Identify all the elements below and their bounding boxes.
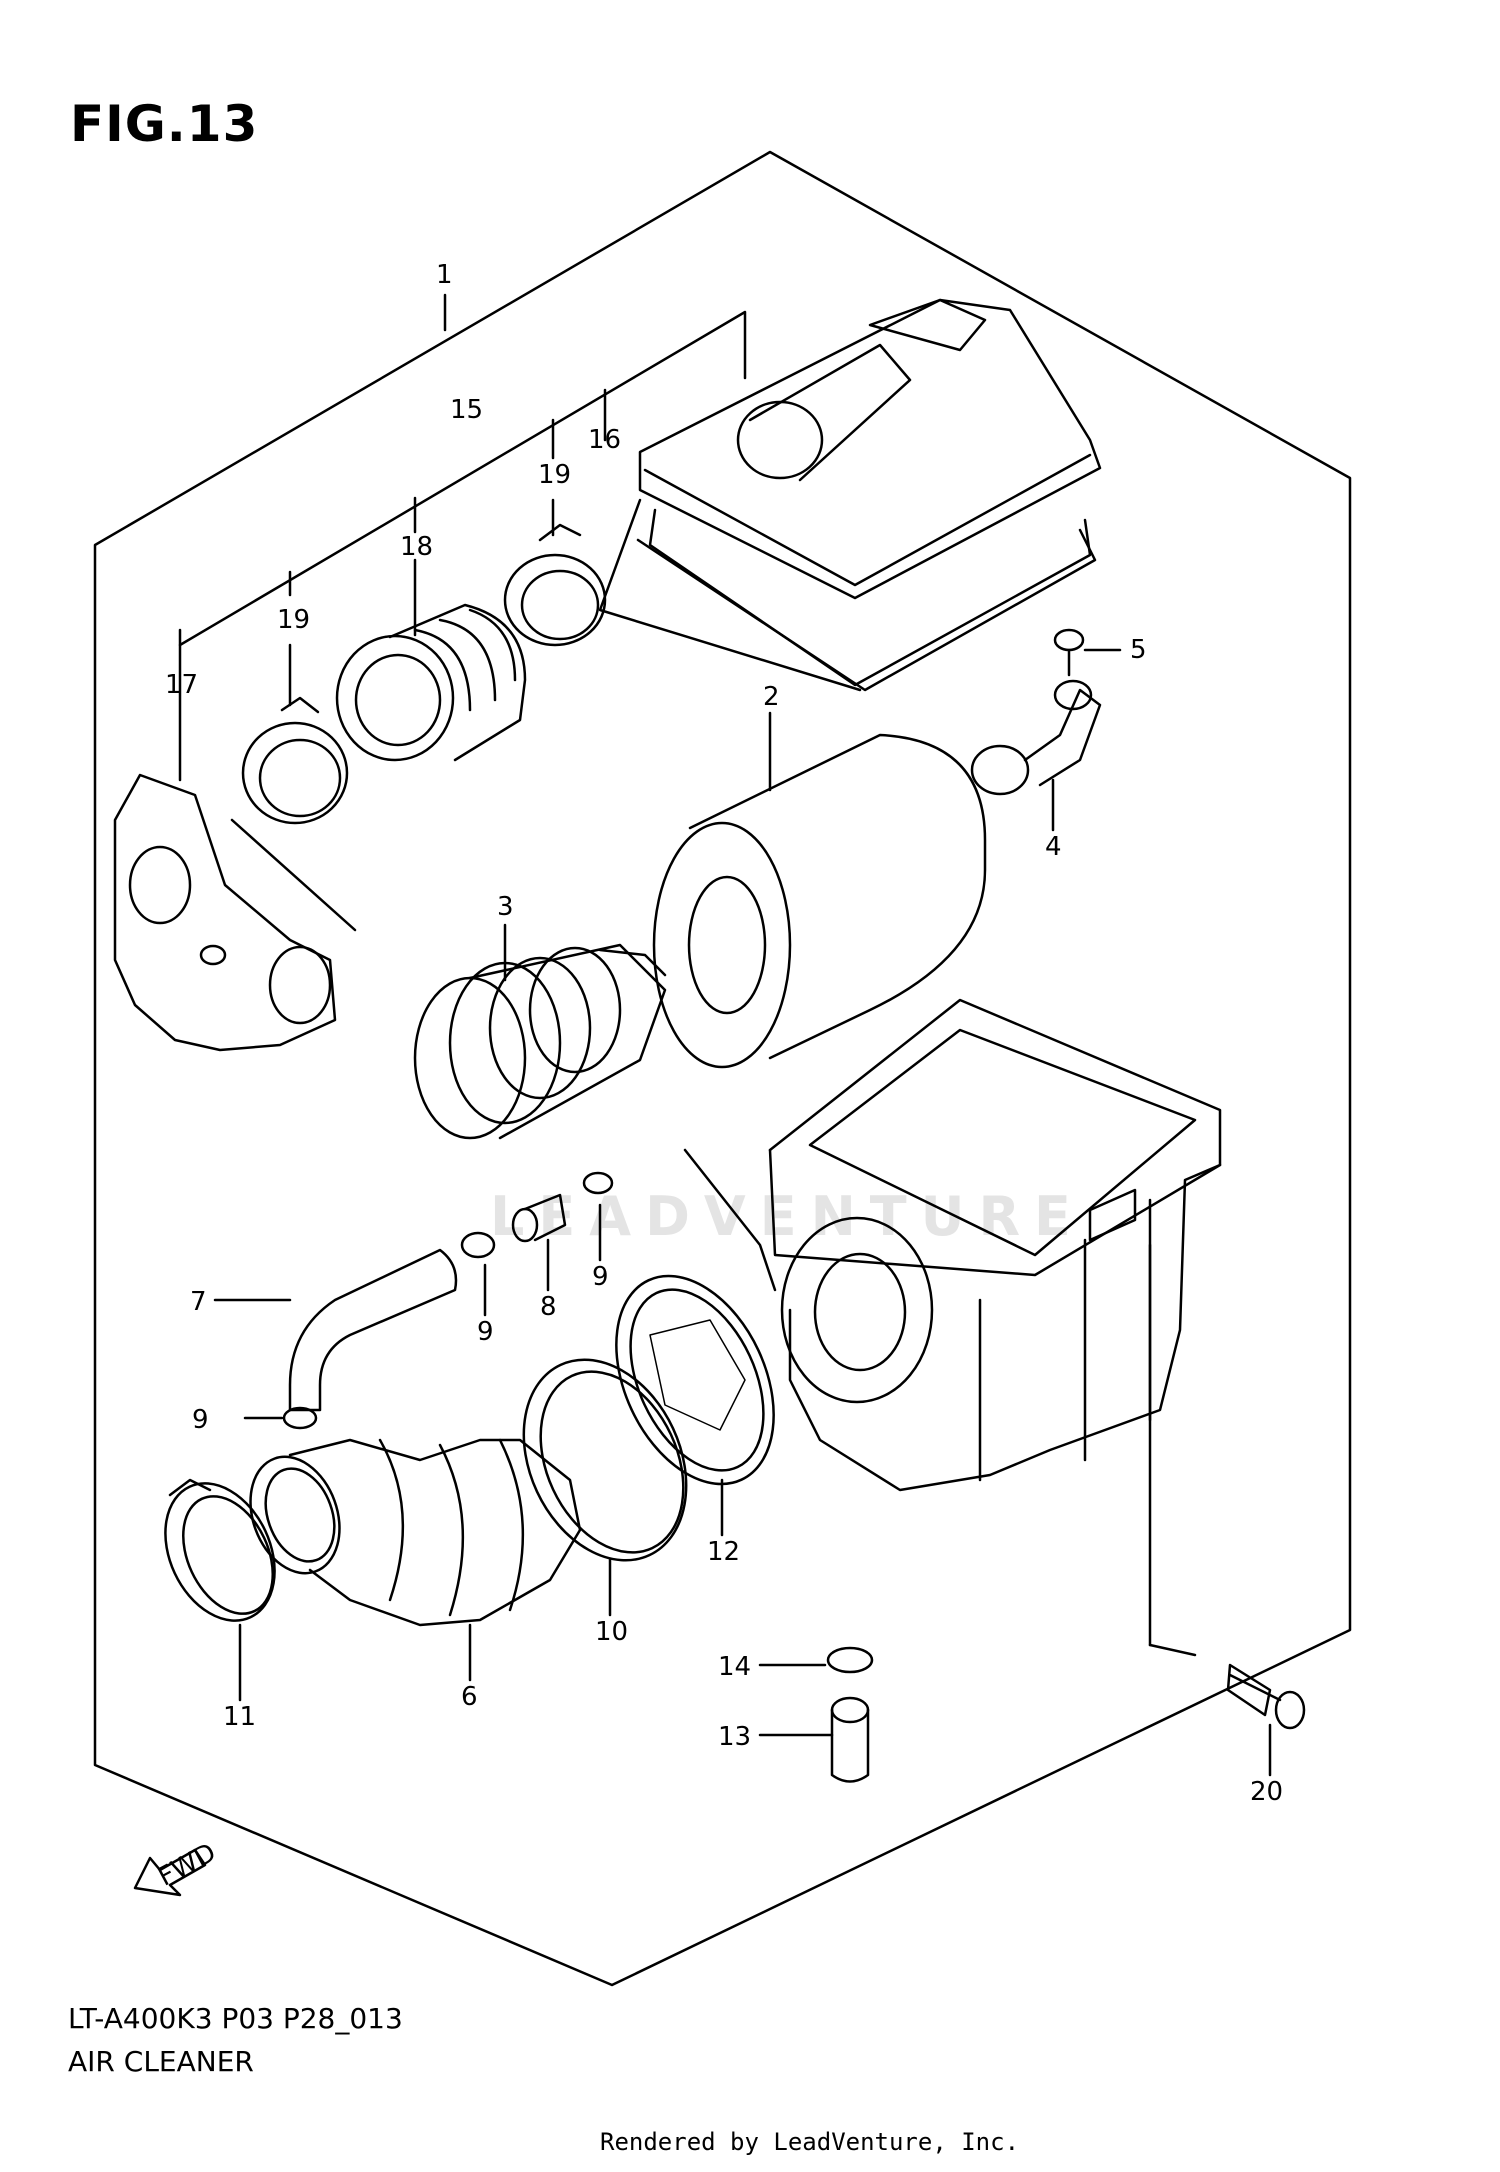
part-9-clip-c bbox=[282, 1406, 318, 1430]
callout-18: 18 bbox=[400, 532, 433, 562]
part-7-tube bbox=[288, 1248, 458, 1412]
callout-5: 5 bbox=[1130, 635, 1147, 665]
leadventure-watermark: LEADVENTURE bbox=[490, 1185, 1085, 1248]
fwd-label: FWD bbox=[153, 1838, 221, 1893]
part-17-duct bbox=[113, 643, 357, 1052]
callout-20: 20 bbox=[1250, 1777, 1283, 1807]
part-20-bolt bbox=[1226, 1663, 1306, 1777]
callout-9-b: 9 bbox=[592, 1262, 609, 1292]
part-10-clamp bbox=[522, 1358, 688, 1617]
part-19-clamp-upper bbox=[503, 498, 607, 647]
air-cleaner-case bbox=[683, 998, 1222, 1657]
callout-7: 7 bbox=[190, 1287, 207, 1317]
part-18-hose bbox=[335, 558, 527, 762]
callout-4: 4 bbox=[1045, 832, 1062, 862]
callout-15: 15 bbox=[450, 395, 483, 425]
section-name: AIR CLEANER bbox=[68, 2045, 254, 2078]
assembly-boundary bbox=[93, 150, 1352, 1987]
part-13-tube bbox=[758, 1696, 870, 1783]
callout-17: 17 bbox=[165, 670, 198, 700]
part-2-filter-element bbox=[652, 711, 987, 1069]
callout-16: 16 bbox=[588, 425, 621, 455]
callout-11: 11 bbox=[223, 1702, 256, 1732]
part-16-gasket bbox=[636, 528, 1097, 692]
part-9-clip-b bbox=[582, 1171, 614, 1195]
callout-19-b: 19 bbox=[277, 605, 310, 635]
model-code: LT-A400K3 P03 P28_013 bbox=[68, 2002, 403, 2035]
figure-title: FIG.13 bbox=[70, 95, 259, 153]
callout-10: 10 bbox=[595, 1617, 628, 1647]
rendered-by-credit: Rendered by LeadVenture, Inc. bbox=[600, 2128, 1020, 2156]
part-8-fitting bbox=[511, 1193, 567, 1292]
fwd-arrow-icon bbox=[133, 1848, 207, 1897]
part-9-clip-a bbox=[460, 1231, 496, 1259]
callout-9-c: 9 bbox=[192, 1405, 209, 1435]
callout-2: 2 bbox=[763, 682, 780, 712]
callout-19-a: 19 bbox=[538, 460, 571, 490]
part-11-clamp bbox=[164, 1478, 276, 1702]
callout-1: 1 bbox=[436, 260, 453, 290]
callout-3: 3 bbox=[497, 892, 514, 922]
callout-8: 8 bbox=[540, 1292, 557, 1322]
part-6-intake-boot bbox=[249, 1438, 582, 1682]
part-14-clip bbox=[826, 1646, 874, 1674]
callout-9-a: 9 bbox=[477, 1317, 494, 1347]
part-3-cage bbox=[413, 923, 667, 1140]
part-4-clip bbox=[970, 679, 1102, 832]
callout-13: 13 bbox=[718, 1722, 751, 1752]
callout-14: 14 bbox=[718, 1652, 751, 1682]
callout-6: 6 bbox=[461, 1682, 478, 1712]
part-16-cover bbox=[598, 298, 1102, 692]
part-5-screw bbox=[1053, 628, 1122, 677]
callout-12: 12 bbox=[707, 1537, 740, 1567]
part-19-clamp-lower bbox=[241, 643, 349, 825]
part-12-screen bbox=[615, 1274, 775, 1537]
